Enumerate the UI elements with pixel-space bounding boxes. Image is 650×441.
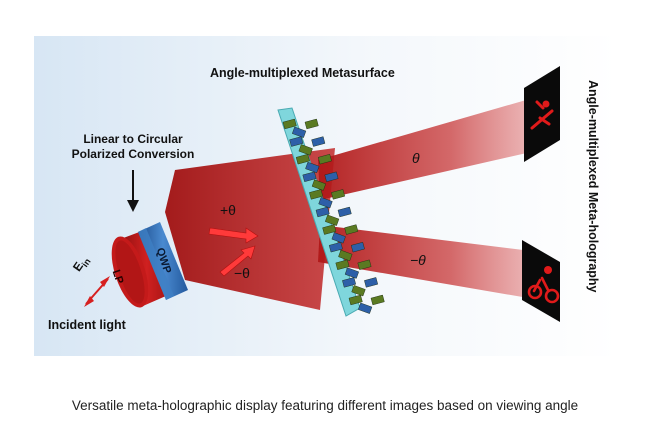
meta-atom (317, 153, 332, 165)
meta-atom (325, 214, 340, 226)
meta-atom (305, 161, 320, 174)
theta-out-top-label: θ (412, 150, 420, 166)
meta-atom (311, 179, 326, 191)
figure-caption: Versatile meta-holographic display featu… (71, 398, 579, 413)
hologram-screen-top (524, 66, 560, 162)
meta-atom (315, 206, 330, 218)
meta-atom (335, 259, 350, 270)
meta-holography-label: Angle-multiplexed Meta-holography (586, 80, 600, 293)
meta-atom (292, 126, 307, 138)
meta-atom (309, 189, 324, 200)
meta-atom (350, 241, 365, 253)
meta-atom (318, 197, 333, 209)
meta-atom (298, 144, 313, 156)
conversion-label-line2: Polarized Conversion (71, 147, 195, 161)
hologram-screen-bottom (522, 240, 560, 322)
qwp-plate (138, 222, 188, 300)
minus-theta-arrow (219, 245, 256, 277)
meta-atom (331, 232, 346, 244)
meta-atom (342, 277, 357, 288)
meta-atom (311, 136, 326, 147)
theta-out-bottom-label: −θ (410, 252, 426, 268)
metasurface-title: Angle-multiplexed Metasurface (210, 66, 395, 80)
conversion-label: Linear to Circular Polarized Conversion (70, 132, 196, 162)
meta-atom (364, 277, 379, 288)
incident-beam (165, 148, 335, 310)
meta-atom (302, 171, 317, 182)
meta-atom (322, 224, 337, 235)
cyclist-icon (527, 266, 560, 304)
meta-atom (304, 118, 319, 130)
plus-theta-label: +θ (220, 202, 236, 218)
conversion-label-line1: Linear to Circular (83, 132, 183, 146)
meta-atom (337, 206, 352, 218)
meta-atom (282, 118, 297, 130)
meta-atom (331, 189, 346, 200)
field-arrow (84, 276, 110, 307)
meta-atom (370, 294, 385, 306)
meta-atom (338, 249, 353, 262)
output-beam-top (318, 96, 540, 200)
pointer-arrow (127, 170, 139, 212)
incident-light-label: Incident light (48, 318, 126, 332)
swimmer-icon (530, 100, 554, 130)
meta-atom (328, 241, 343, 253)
meta-atom (357, 259, 372, 270)
meta-atom (351, 285, 366, 297)
plus-theta-arrow (208, 227, 259, 244)
meta-atom (348, 294, 363, 306)
meta-atom (344, 224, 359, 235)
output-beam-bottom (318, 225, 540, 300)
meta-atom (295, 153, 310, 165)
meta-atom (289, 136, 304, 147)
meta-atom (344, 267, 359, 279)
metasurface-antennas (282, 118, 385, 314)
minus-theta-label: −θ (234, 265, 250, 281)
meta-atom (324, 171, 339, 182)
meta-atom (358, 302, 373, 314)
